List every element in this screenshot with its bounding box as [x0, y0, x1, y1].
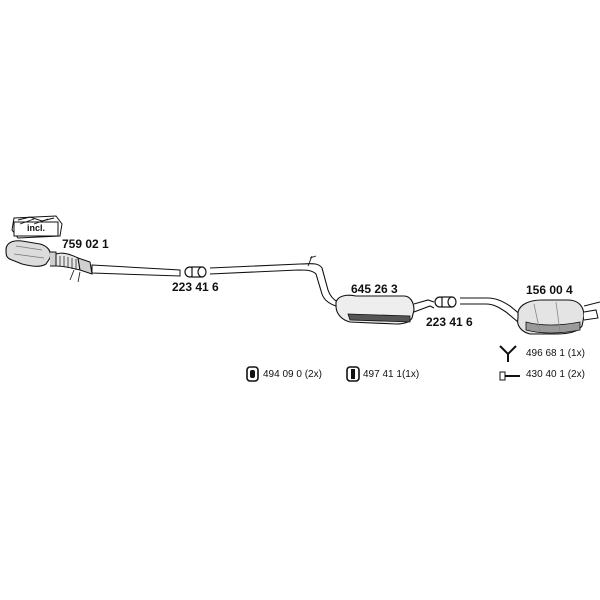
middle-silencer-number: 645 26 3 — [351, 282, 398, 296]
middle-pipe-part[interactable] — [209, 255, 339, 307]
accessory-qty: (2x) — [567, 369, 585, 380]
catalyst-part[interactable] — [5, 240, 181, 283]
clamp-rear-part[interactable] — [434, 296, 457, 308]
bolt-icon — [499, 371, 520, 381]
accessory-qty: (1x) — [567, 348, 585, 359]
accessory-number: 497 41 1 — [363, 369, 402, 380]
accessory-item: 494 09 0 (2x) — [263, 369, 322, 380]
clamp-front-part[interactable] — [184, 266, 207, 278]
accessory-number: 494 09 0 — [263, 369, 302, 380]
clamp-front-number: 223 41 6 — [172, 280, 219, 294]
clamp-rear-number: 223 41 6 — [426, 315, 473, 329]
middle-silencer-part[interactable] — [335, 294, 435, 325]
rubber-ring-icon — [346, 366, 360, 382]
accessory-item: 497 41 1(1x) — [363, 369, 419, 380]
rear-pipe-part[interactable] — [460, 297, 523, 323]
rear-silencer-number: 156 00 4 — [526, 283, 573, 297]
rear-silencer-part[interactable] — [517, 299, 600, 335]
accessory-item: 430 40 1 (2x) — [526, 369, 585, 380]
accessory-number: 430 40 1 — [526, 369, 565, 380]
catalyst-number: 759 02 1 — [62, 237, 109, 251]
accessory-qty: (1x) — [401, 369, 420, 380]
accessory-item: 496 68 1 (1x) — [526, 348, 585, 359]
accessory-qty: (2x) — [304, 369, 322, 380]
kit-box-icon — [11, 215, 63, 239]
accessory-number: 496 68 1 — [526, 348, 565, 359]
rubber-mount-icon — [246, 366, 259, 382]
y-hanger-icon — [499, 345, 517, 362]
kit-label: incl. — [27, 223, 46, 233]
